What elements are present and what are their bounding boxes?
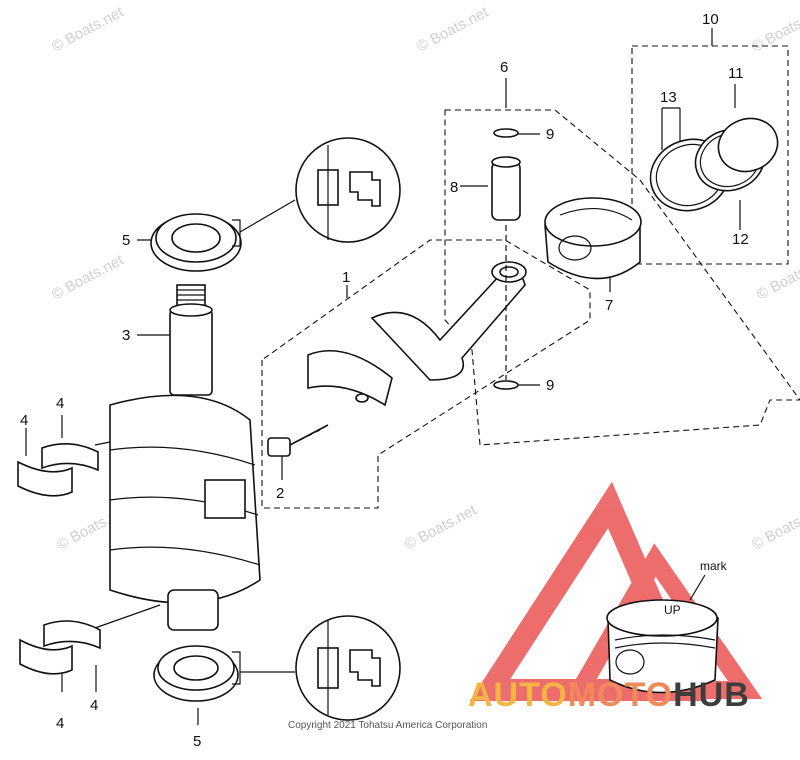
piston-pin-and-clips bbox=[491, 128, 521, 390]
callout-9-lower: 9 bbox=[546, 377, 554, 394]
copyright-notice: Copyright 2021 Tohatsu America Corporati… bbox=[288, 720, 488, 731]
callout-6: 6 bbox=[500, 59, 508, 76]
callout-labels: 5 3 4 4 4 4 5 2 1 6 9 8 9 7 10 11 12 13 bbox=[20, 11, 749, 750]
callout-1: 1 bbox=[342, 269, 350, 286]
callout-11: 11 bbox=[728, 65, 744, 82]
watermark-4: © Boats.net bbox=[754, 251, 800, 303]
connecting-rod bbox=[370, 261, 527, 381]
callout-4-a: 4 bbox=[56, 395, 64, 412]
callout-2: 2 bbox=[276, 485, 284, 502]
callout-5-upper: 5 bbox=[122, 232, 130, 249]
crankshaft bbox=[109, 284, 261, 631]
brand-wordmark: AUTOMOTOHUB bbox=[468, 676, 750, 715]
piston-mark-detail: UP mark bbox=[606, 559, 728, 694]
callout-9-upper: 9 bbox=[546, 126, 554, 143]
callout-12: 12 bbox=[732, 231, 749, 248]
piston-ring-set-box bbox=[631, 45, 789, 265]
watermark-6: © Boats.net bbox=[402, 501, 480, 553]
seal-detail-upper bbox=[295, 137, 401, 243]
brand-part-3: HUB bbox=[673, 676, 750, 714]
piston-up-marking: UP bbox=[664, 603, 681, 617]
brand-part-2: MOTO bbox=[567, 676, 674, 714]
callout-4-b: 4 bbox=[20, 412, 28, 429]
callout-4-c: 4 bbox=[56, 715, 64, 732]
watermark-3: © Boats.net bbox=[49, 251, 127, 303]
callout-5-lower: 5 bbox=[193, 733, 201, 750]
oil-seal-upper bbox=[150, 213, 242, 272]
watermark-2: © Boats.net bbox=[414, 3, 492, 55]
piston bbox=[544, 197, 642, 280]
callout-4-d: 4 bbox=[90, 697, 98, 714]
watermark-7: © Boats.net bbox=[749, 501, 800, 553]
callout-7: 7 bbox=[605, 297, 613, 314]
watermark-1: © Boats.net bbox=[49, 3, 127, 55]
con-rod-cap-and-bolt bbox=[267, 349, 393, 457]
main-bearing-upper-pair bbox=[17, 443, 99, 497]
mark-label: mark bbox=[700, 559, 728, 573]
watermark-8: © Boats.net bbox=[749, 3, 800, 55]
brand-part-1: AUTO bbox=[468, 676, 568, 714]
callout-3: 3 bbox=[122, 327, 130, 344]
callout-8: 8 bbox=[450, 179, 458, 196]
main-bearing-lower-pair bbox=[19, 620, 101, 675]
callout-13: 13 bbox=[660, 89, 677, 106]
piston-rings bbox=[649, 117, 779, 212]
oil-seal-lower bbox=[153, 645, 241, 702]
callout-10: 10 bbox=[702, 11, 719, 28]
seal-detail-lower bbox=[295, 615, 401, 721]
